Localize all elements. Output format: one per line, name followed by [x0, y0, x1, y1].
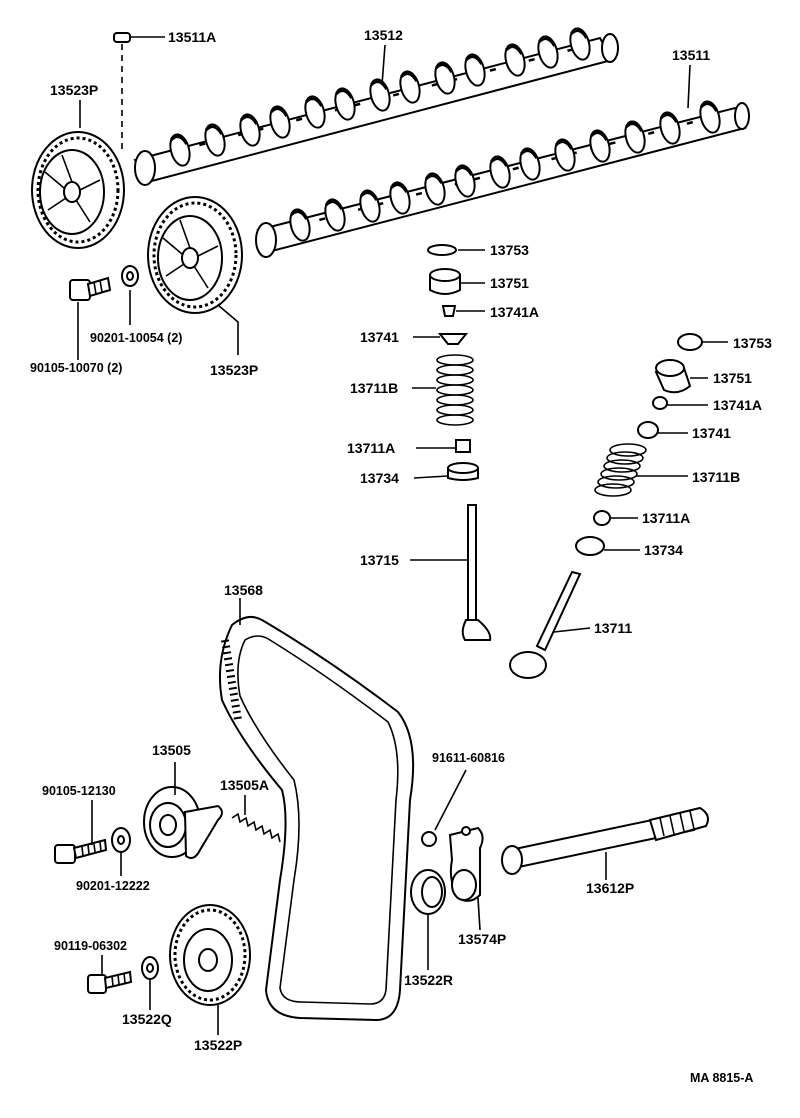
label-13751-a: 13751 [490, 275, 529, 291]
spring-13505A [231, 812, 281, 843]
washer-13522Q [141, 956, 159, 980]
cam-pulley-top [31, 131, 125, 249]
bolt-90119-06302 [87, 970, 133, 994]
pin-13511A [113, 32, 131, 150]
label-90201-10054: 90201-10054 (2) [90, 331, 182, 345]
label-13741A-b: 13741A [713, 397, 762, 413]
guide-13522R [410, 869, 446, 915]
washer-90201-12222 [111, 827, 131, 853]
label-13734-b: 13734 [644, 542, 683, 558]
label-13522P: 13522P [194, 1037, 242, 1053]
label-90201-12222: 90201-12222 [76, 879, 150, 893]
label-90105-10070: 90105-10070 (2) [30, 361, 122, 375]
timing-belt-13568 [219, 615, 415, 1022]
washer-90201-10054 [121, 265, 139, 287]
label-13505: 13505 [152, 742, 191, 758]
bolt-90105-12130 [54, 838, 108, 864]
valve-13711 [509, 570, 582, 679]
nut-91611-60816 [421, 831, 437, 847]
valve-train-left [427, 244, 479, 481]
label-91611-60816: 91611-60816 [432, 751, 505, 765]
label-13711: 13711 [594, 620, 632, 636]
label-13523P-top: 13523P [50, 82, 98, 98]
cam-pulley-bottom [147, 196, 243, 314]
valve-train-right [575, 333, 703, 556]
label-13522R: 13522R [404, 972, 453, 988]
label-13711A-a: 13711A [347, 440, 395, 456]
bolt-90105-10070 [69, 276, 112, 301]
label-13734-a: 13734 [360, 470, 399, 486]
label-13715: 13715 [360, 552, 399, 568]
label-13711B-a: 13711B [350, 380, 398, 396]
label-13522Q: 13522Q [122, 1011, 172, 1027]
label-13511A: 13511A [168, 29, 216, 45]
label-13523P-bottom: 13523P [210, 362, 258, 378]
label-13511: 13511 [672, 47, 710, 63]
label-13568: 13568 [224, 582, 263, 598]
valve-13715 [461, 504, 492, 641]
crank-pulley-13522P [169, 904, 251, 1006]
label-13574P: 13574P [458, 931, 506, 947]
label-13505A: 13505A [220, 777, 269, 793]
label-13753-b: 13753 [733, 335, 772, 351]
label-13711B-b: 13711B [692, 469, 740, 485]
label-13741-b: 13741 [692, 425, 731, 441]
camshaft-13511 [255, 97, 750, 258]
plate-13574P [448, 826, 484, 902]
label-90119-06302: 90119-06302 [54, 939, 127, 953]
shaft-13612P [501, 806, 709, 875]
label-13711A-b: 13711A [642, 510, 690, 526]
label-13741-a: 13741 [360, 329, 399, 345]
labels: 13511A 13512 13511 13523P 13523P 90201-1… [30, 27, 772, 1085]
label-13512: 13512 [364, 27, 403, 43]
tensioner-13505 [143, 786, 223, 859]
reference-code: MA 8815-A [690, 1071, 753, 1085]
label-13612P: 13612P [586, 880, 634, 896]
leader-lines [77, 36, 728, 1035]
label-90105-12130: 90105-12130 [42, 784, 116, 798]
camshaft-13512 [133, 24, 619, 186]
label-13741A-a: 13741A [490, 304, 539, 320]
label-13751-b: 13751 [713, 370, 752, 386]
label-13753-a: 13753 [490, 242, 529, 258]
